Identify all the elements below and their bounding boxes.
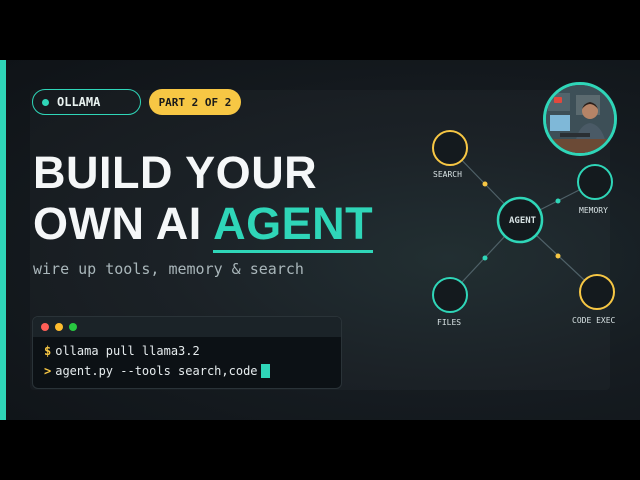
terminal-command: ollama pull llama3.2	[55, 344, 200, 358]
thumbnail-frame: OLLAMA PART 2 OF 2 BUILD YOUR OWN AI AGE…	[0, 60, 640, 420]
node-code-exec	[579, 274, 615, 310]
terminal-window: $ ollama pull llama3.2 > agent.py --tool…	[32, 316, 342, 389]
part-badge-label: PART 2 OF 2	[158, 95, 232, 109]
channel-badge-label: OLLAMA	[57, 95, 101, 109]
terminal-prompt: $	[44, 344, 52, 358]
accent-bar	[0, 60, 6, 420]
node-files-label: FILES	[437, 318, 462, 327]
letterbox-top	[0, 0, 640, 60]
terminal-cursor	[260, 364, 270, 378]
headline-line-2: OWN AI AGENT	[33, 198, 374, 253]
node-agent-label: AGENT	[509, 216, 537, 226]
maximize-dot-icon	[69, 323, 77, 331]
terminal-titlebar	[33, 317, 341, 337]
edge-dots	[482, 181, 561, 261]
node-memory-label: MEMORY	[579, 206, 608, 215]
edge-dot	[482, 255, 488, 261]
presenter-avatar	[543, 82, 617, 156]
edge-dot	[482, 181, 488, 187]
headline-line-1-text: BUILD YOUR	[33, 147, 318, 198]
edge-dot	[555, 198, 561, 204]
close-dot-icon	[41, 323, 49, 331]
headline-line-2-text: OWN AI	[33, 198, 202, 249]
letterbox-bottom	[0, 420, 640, 480]
terminal-line-2: > agent.py --tools search,code	[44, 364, 270, 378]
edge-dot	[555, 253, 561, 259]
node-search	[432, 130, 468, 166]
headline-highlight: AGENT	[213, 198, 374, 253]
node-code-exec-label: CODE EXEC	[572, 316, 616, 325]
terminal-line-1: $ ollama pull llama3.2	[44, 344, 200, 358]
terminal-command: agent.py --tools search,code	[55, 364, 258, 378]
channel-badge: OLLAMA	[32, 89, 141, 115]
terminal-prompt: >	[44, 364, 52, 378]
agent-graph	[432, 130, 615, 313]
subtitle: wire up tools, memory & search	[33, 260, 304, 278]
presenter-avatar-illustration	[546, 85, 614, 153]
node-agent	[496, 196, 544, 244]
node-files	[432, 277, 468, 313]
minimize-dot-icon	[55, 323, 63, 331]
headline-line-1: BUILD YOUR	[33, 149, 317, 197]
node-memory	[577, 164, 613, 200]
node-search-label: SEARCH	[433, 170, 462, 179]
part-badge: PART 2 OF 2	[149, 89, 241, 115]
status-dot-icon	[42, 98, 49, 106]
